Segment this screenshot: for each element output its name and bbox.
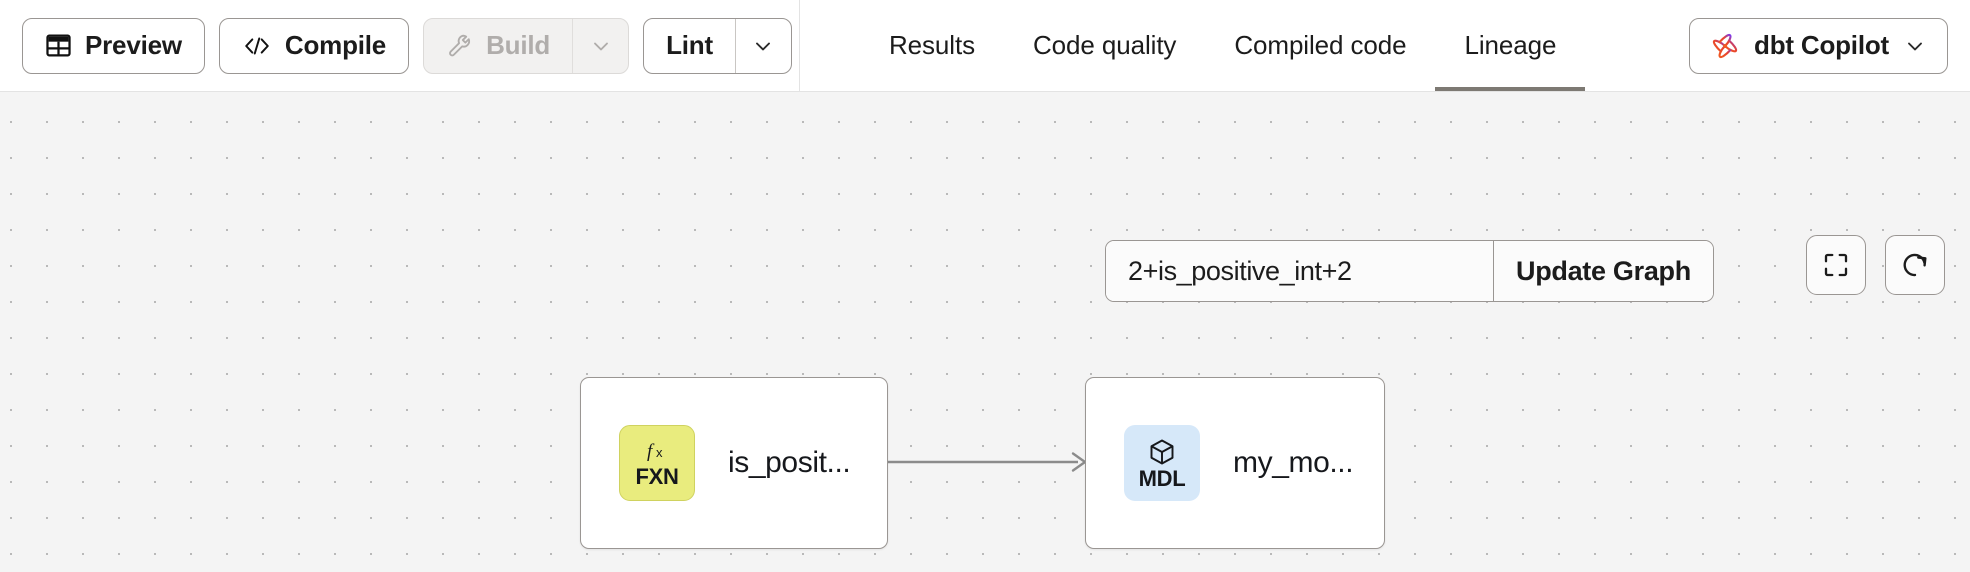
lineage-node-is-positive-int[interactable]: f x FXN is_posit... [580, 377, 888, 549]
lint-button[interactable]: Lint [644, 19, 735, 73]
dbt-copilot-button[interactable]: dbt Copilot [1689, 17, 1948, 74]
cube-icon: MDL [1124, 425, 1200, 501]
function-fx-icon: f x FXN [619, 425, 695, 501]
chevron-down-icon [593, 42, 608, 50]
lint-split-button[interactable]: Lint [643, 17, 792, 74]
preview-button[interactable]: Preview [22, 17, 205, 74]
tab-results[interactable]: Results [860, 0, 1004, 91]
update-graph-label: Update Graph [1516, 255, 1691, 286]
chevron-down-icon [1903, 34, 1927, 58]
table-icon [45, 32, 72, 59]
chevron-down-icon [756, 42, 771, 50]
fullscreen-expand-icon [1821, 250, 1851, 280]
lint-button-label: Lint [666, 30, 713, 60]
graph-selector-group: Update Graph [1105, 240, 1714, 302]
copilot-area: dbt Copilot [1689, 17, 1970, 74]
svg-text:f: f [647, 441, 655, 462]
tab-results-label: Results [889, 30, 975, 60]
compile-button[interactable]: Compile [218, 17, 410, 74]
refresh-graph-button[interactable] [1885, 235, 1945, 295]
fit-view-button[interactable] [1806, 235, 1866, 295]
lineage-node-label: my_mo... [1233, 446, 1354, 479]
svg-text:x: x [656, 445, 663, 460]
update-graph-button[interactable]: Update Graph [1493, 241, 1713, 301]
build-button: Build [424, 19, 572, 73]
tab-code-quality-label: Code quality [1033, 30, 1177, 60]
wrench-icon [446, 32, 474, 60]
build-button-label: Build [486, 30, 551, 60]
dbt-copilot-label: dbt Copilot [1754, 30, 1889, 60]
tab-compiled-code[interactable]: Compiled code [1205, 0, 1435, 91]
node-badge-code: MDL [1138, 465, 1186, 491]
build-split-button: Build [423, 17, 630, 74]
code-brackets-icon [242, 34, 272, 58]
lineage-node-my-model[interactable]: MDL my_mo... [1085, 377, 1385, 549]
result-tabs: Results Code quality Compiled code Linea… [800, 0, 1689, 91]
editor-header: Preview Compile [0, 0, 1970, 92]
lineage-node-label: is_posit... [728, 446, 851, 479]
lineage-edge [880, 452, 1087, 472]
refresh-icon [1900, 250, 1930, 280]
lineage-canvas[interactable]: Update Graph [0, 92, 1970, 572]
node-badge-code: FXN [635, 463, 679, 489]
tab-lineage-label: Lineage [1464, 30, 1557, 60]
tab-code-quality[interactable]: Code quality [1004, 0, 1205, 91]
tab-lineage[interactable]: Lineage [1435, 0, 1586, 91]
compile-button-label: Compile [284, 30, 387, 60]
lint-dropdown-toggle[interactable] [734, 18, 791, 73]
preview-button-label: Preview [85, 30, 182, 60]
tab-compiled-code-label: Compiled code [1234, 30, 1407, 60]
graph-selector-input[interactable] [1106, 241, 1493, 301]
build-dropdown-toggle [572, 18, 628, 73]
canvas-action-buttons [1806, 235, 1945, 295]
editor-toolbar: Preview Compile [0, 0, 800, 91]
dbt-copilot-atom-icon [1710, 31, 1740, 61]
